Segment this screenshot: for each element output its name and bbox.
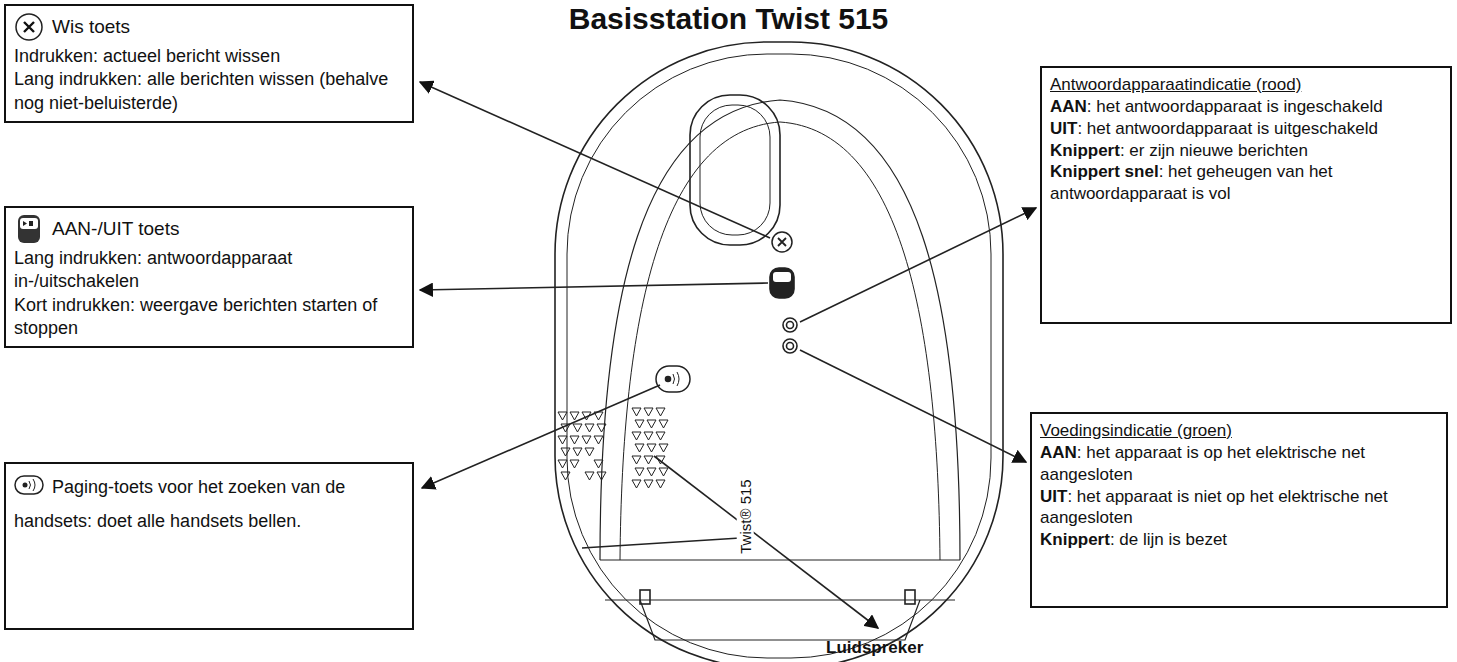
power-led xyxy=(783,339,797,353)
callout-box: Wis toetsIndrukken: actueel bericht wiss… xyxy=(4,4,414,123)
delete-symbol xyxy=(778,238,786,246)
onoff-icon xyxy=(14,214,44,244)
speaker-hole xyxy=(594,460,603,468)
onoff-face xyxy=(773,272,791,282)
state-meaning: : de lijn is bezet xyxy=(1110,530,1227,549)
cradle-base xyxy=(600,560,960,640)
indicator-state: Knippert xyxy=(1050,141,1120,160)
page-icon xyxy=(14,470,44,500)
housing-inner xyxy=(567,54,991,658)
paging-symbol xyxy=(673,372,679,386)
speaker-hole xyxy=(585,472,594,480)
indicator-state: UIT xyxy=(1040,487,1067,506)
speaker-hole xyxy=(582,436,591,444)
speaker-hole xyxy=(659,468,668,476)
speaker-hole xyxy=(570,412,579,420)
model-label: Twist® 515 xyxy=(737,477,754,555)
speaker-hole xyxy=(632,408,641,416)
speaker-hole xyxy=(558,412,567,420)
speaker-hole xyxy=(632,432,641,440)
part-label: Luidspreker xyxy=(824,638,925,658)
state-meaning: : er zijn nieuwe berichten xyxy=(1120,141,1308,160)
speaker-hole xyxy=(644,456,653,464)
button-description: Paging-toets voor het zoeken van de hand… xyxy=(14,477,345,531)
delete-button xyxy=(772,232,792,252)
indicator-state: AAN xyxy=(1040,443,1077,462)
speaker-hole xyxy=(585,424,594,432)
speaker-hole xyxy=(635,444,644,452)
indicator-name: Antwoordapparaatindicatie (rood) xyxy=(1050,74,1442,96)
speaker-hole xyxy=(635,468,644,476)
leader-line xyxy=(582,538,740,548)
leader-arrow xyxy=(420,283,768,290)
button-description: Kort indrukken: weergave berichten start… xyxy=(14,294,404,341)
speaker-hole xyxy=(656,432,665,440)
state-meaning: : het antwoordapparaat is uitgeschakeld xyxy=(1077,119,1378,138)
speaker-hole xyxy=(659,420,668,428)
speaker-hole xyxy=(644,408,653,416)
indicator-state: AAN xyxy=(1050,97,1087,116)
speaker-hole xyxy=(656,408,665,416)
speaker-hole xyxy=(644,432,653,440)
speaker-hole xyxy=(659,444,668,452)
callout-box: Voedingsindicatie (groen)AAN: het appara… xyxy=(1030,412,1448,608)
callout-box: AAN-/UIT toetsLang indrukken: antwoordap… xyxy=(4,206,414,348)
button-description: Lang indrukken: antwoordapparaat in-/uit… xyxy=(14,247,404,294)
speaker-hole xyxy=(558,436,567,444)
button-description: Lang indrukken: alle berichten wissen (b… xyxy=(14,68,404,115)
speaker-hole xyxy=(647,468,656,476)
leader-arrow xyxy=(800,208,1036,322)
indicator-state: Knippert xyxy=(1040,530,1110,549)
speaker-hole xyxy=(594,436,603,444)
speaker-hole xyxy=(632,456,641,464)
speaker-hole xyxy=(585,448,594,456)
speaker-hole xyxy=(573,424,582,432)
speaker-hole xyxy=(573,448,582,456)
indicator-state: Knippert snel xyxy=(1050,162,1159,181)
leader-arrow xyxy=(800,350,1026,462)
leader-arrow xyxy=(654,456,878,628)
speaker-hole xyxy=(570,460,579,468)
speaker-hole xyxy=(570,436,579,444)
answering-led-core xyxy=(787,322,794,329)
power-led-core xyxy=(787,343,794,350)
speaker-hole xyxy=(561,472,570,480)
onoff-button xyxy=(770,268,794,298)
button-description: Indrukken: actueel bericht wissen xyxy=(14,45,404,68)
indicator-state: UIT xyxy=(1050,119,1077,138)
x-icon xyxy=(14,12,44,42)
answering-led xyxy=(783,318,797,332)
button-name: AAN-/UIT toets xyxy=(52,217,179,242)
speaker-hole xyxy=(597,424,606,432)
state-meaning: : het antwoordapparaat is ingeschakeld xyxy=(1087,97,1383,116)
speaker-hole xyxy=(656,480,665,488)
callout-box: Antwoordapparaatindicatie (rood)AAN: het… xyxy=(1040,66,1452,324)
speaker-hole xyxy=(597,472,606,480)
state-meaning: : het apparaat is op het elektrische net… xyxy=(1040,443,1365,484)
paging-symbol xyxy=(666,377,671,382)
speaker-hole xyxy=(632,480,641,488)
leader-arrow xyxy=(420,82,770,238)
charge-contact xyxy=(905,590,915,604)
speaker-hole xyxy=(644,480,653,488)
state-meaning: : het apparaat is niet op het elektrisch… xyxy=(1040,487,1388,528)
speaker-hole xyxy=(635,420,644,428)
charge-contact xyxy=(640,590,650,604)
handset-slot-inner xyxy=(700,105,770,235)
speaker-hole xyxy=(647,420,656,428)
button-name: Wis toets xyxy=(52,15,130,40)
paging-button xyxy=(656,366,690,392)
indicator-name: Voedingsindicatie (groen) xyxy=(1040,420,1438,442)
speaker-hole xyxy=(647,444,656,452)
leader-arrow xyxy=(422,385,660,488)
speaker-holes xyxy=(558,408,668,488)
speaker-hole xyxy=(561,448,570,456)
callout-box: Paging-toets voor het zoeken van de hand… xyxy=(4,462,414,630)
speaker-hole xyxy=(558,460,567,468)
housing-outline xyxy=(555,42,1003,662)
